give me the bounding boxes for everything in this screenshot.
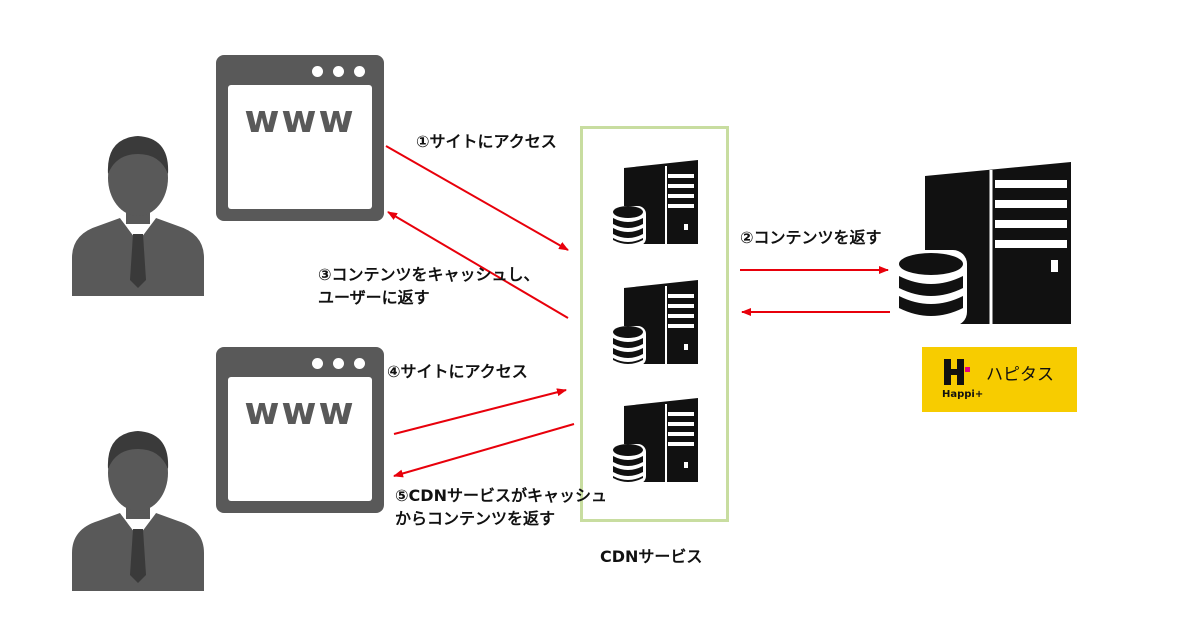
cdn-service-label: CDNサービス bbox=[600, 547, 703, 566]
window-dot-icon bbox=[354, 358, 365, 369]
happi-logo: Happi+ ハピタス bbox=[922, 347, 1077, 412]
window-dot-icon bbox=[312, 358, 323, 369]
window-dot-icon bbox=[333, 66, 344, 77]
step2-label: ②コンテンツを返す bbox=[740, 228, 882, 247]
database-icon bbox=[610, 444, 646, 484]
step1-label: ①サイトにアクセス bbox=[416, 132, 557, 151]
browser-screen bbox=[228, 377, 372, 501]
happi-logo-mark bbox=[944, 359, 970, 385]
cdn-service-box bbox=[580, 126, 729, 522]
server-icon bbox=[610, 280, 698, 366]
user-icon bbox=[72, 136, 204, 296]
step4-label: ④サイトにアクセス bbox=[387, 362, 528, 381]
database-icon bbox=[610, 326, 646, 366]
window-dot-icon bbox=[312, 66, 323, 77]
browser-address-text: www bbox=[244, 97, 356, 141]
database-icon bbox=[895, 250, 967, 326]
browser-address-text: www bbox=[244, 389, 356, 433]
server-icon bbox=[610, 160, 698, 246]
step5-label-line1: ⑤CDNサービスがキャッシュ bbox=[395, 486, 607, 505]
browser-window-icon: www bbox=[216, 347, 384, 513]
arrow-step5 bbox=[393, 423, 575, 478]
logo-text: Happi+ bbox=[942, 389, 984, 400]
arrow-step1 bbox=[385, 145, 569, 251]
arrow-step3 bbox=[387, 211, 569, 319]
database-icon bbox=[610, 206, 646, 246]
arrow-step4 bbox=[393, 388, 567, 435]
origin-server-icon bbox=[895, 162, 1071, 326]
user-icon bbox=[72, 431, 204, 591]
step3-label-line1: ③コンテンツをキャッシュし、 bbox=[318, 265, 540, 284]
window-dot-icon bbox=[333, 358, 344, 369]
browser-window-icon: www bbox=[216, 55, 384, 221]
step5-label-line2: からコンテンツを返す bbox=[395, 509, 556, 528]
browser-screen bbox=[228, 85, 372, 209]
server-icon bbox=[610, 398, 698, 484]
step3-label-line2: ユーザーに返す bbox=[318, 288, 430, 307]
brand-name: ハピタス bbox=[986, 365, 1054, 385]
window-dot-icon bbox=[354, 66, 365, 77]
